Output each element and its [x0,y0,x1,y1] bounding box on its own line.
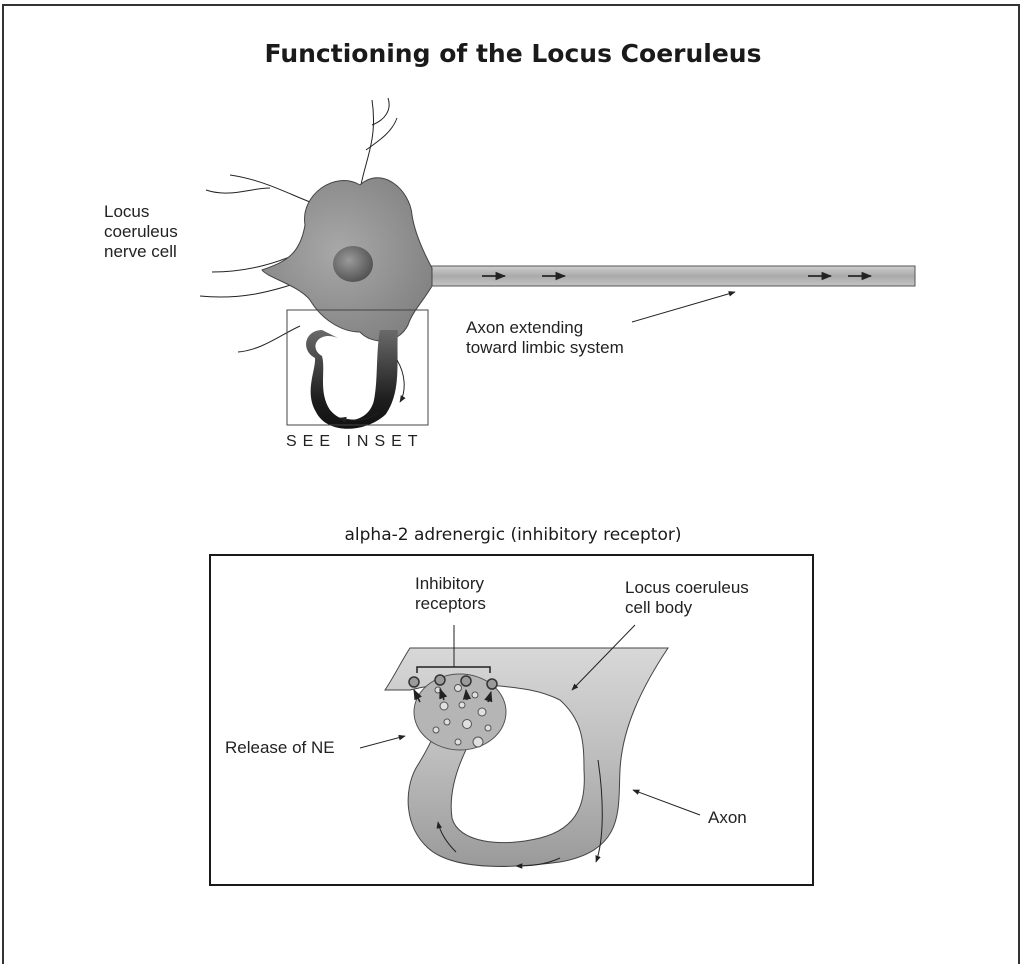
axon-pointer [632,292,735,322]
receptors-label-line-2: receptors [415,594,486,613]
see-inset-caption: SEE INSET [286,433,424,450]
release-label: Release of NE [225,738,335,757]
axon-hook [306,330,398,429]
page-title: Functioning of the Locus Coeruleus [265,39,762,68]
cell-body-label-line-2: cell body [625,598,693,617]
cell-body-label-line-1: Locus coeruleus [625,578,749,597]
inset-axon-label: Axon [708,808,747,827]
cell-label-line-3: nerve cell [104,242,177,261]
flow-arrow-down [397,360,404,402]
receptors-label-line-1: Inhibitory [415,574,484,593]
axon-label-line-1: Axon extending [466,318,583,337]
inset-heading: alpha-2 adrenergic (inhibitory receptor) [345,525,682,545]
cell-label-line-1: Locus [104,202,149,221]
inset-panel [210,555,813,885]
nucleus [333,246,373,282]
cell-label-line-2: coeruleus [104,222,178,241]
axon-label-line-2: toward limbic system [466,338,624,357]
nerve-cell-figure [200,98,915,429]
